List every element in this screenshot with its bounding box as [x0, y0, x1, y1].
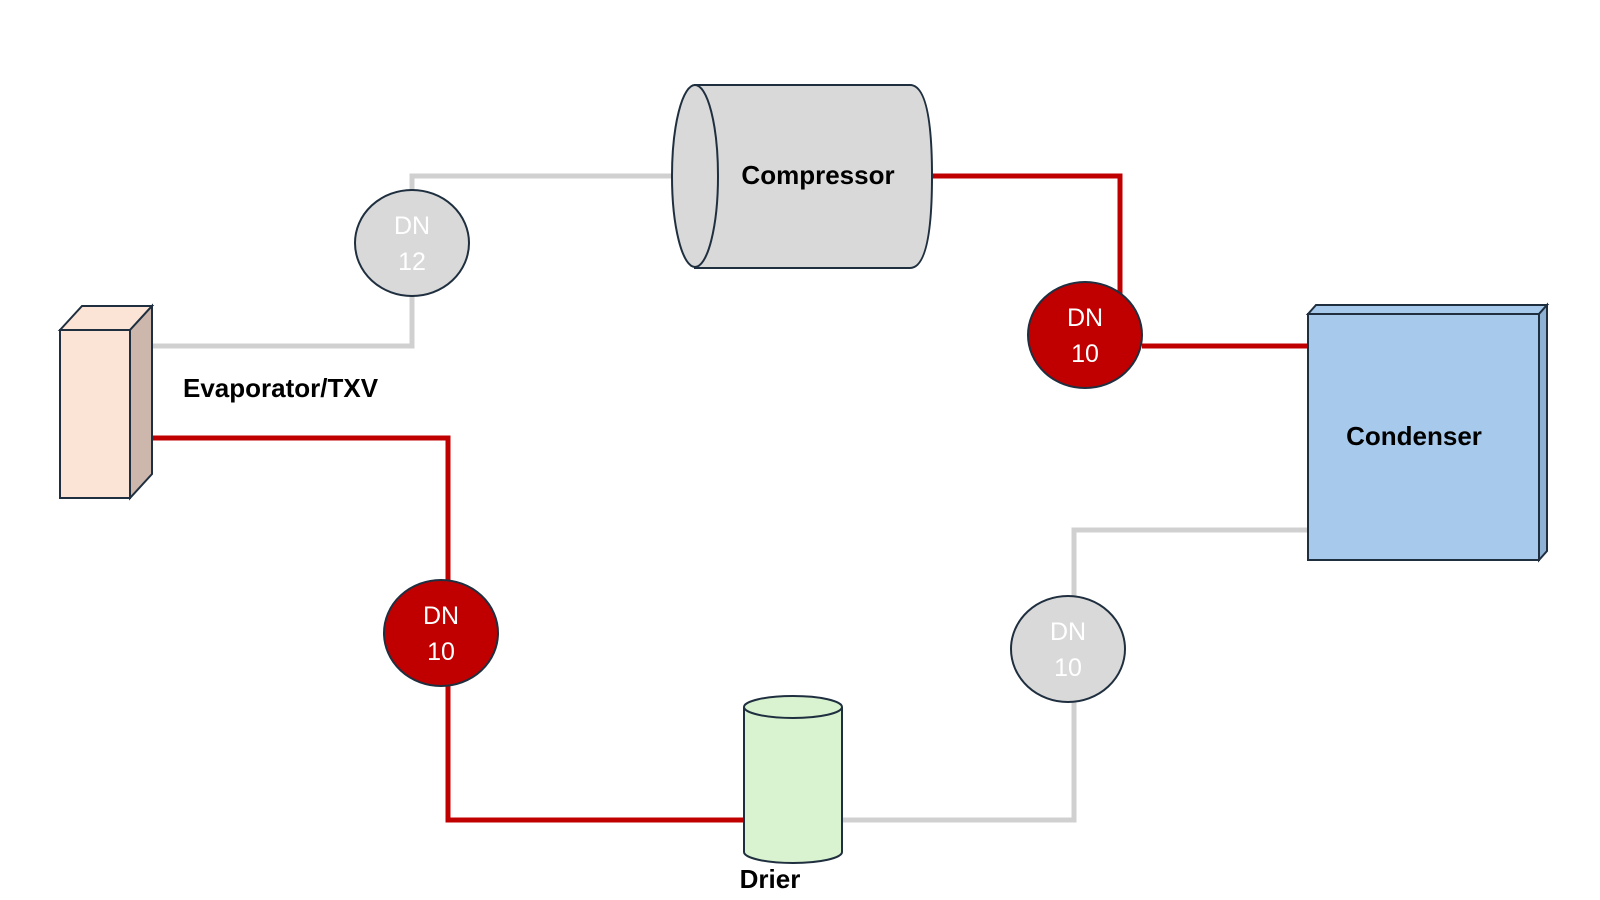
dn-marker-discharge: DN 10 [1027, 281, 1143, 389]
compressor-label: Compressor [741, 160, 894, 190]
evaporator-label: Evaporator/TXV [183, 373, 379, 403]
dn-marker-suction-line1: DN [394, 212, 430, 240]
liquid-pipe-evaporator-lower [445, 686, 744, 823]
dn-marker-liquid-condenser-circle [1010, 595, 1126, 703]
condenser: Condenser [1305, 302, 1550, 563]
suction-pipe-upper [409, 173, 672, 190]
liquid-pipe-condenser-lower [842, 702, 1077, 823]
condenser-top-face [1305, 304, 1550, 315]
dn-marker-discharge-line1: DN [1067, 304, 1103, 332]
dn-marker-liquid-condenser-line1: DN [1050, 618, 1086, 646]
liquid-pipe-evaporator-upper [150, 435, 451, 580]
dn-marker-discharge-line2: 10 [1071, 340, 1099, 368]
condenser-front-face [1307, 313, 1540, 561]
dn-marker-liquid-evaporator: DN 10 [383, 579, 499, 687]
drier-body [743, 707, 843, 864]
evaporator: Evaporator/TXV [57, 303, 379, 501]
dn-marker-suction: DN 12 [354, 189, 470, 297]
dn-marker-discharge-circle [1027, 281, 1143, 389]
discharge-pipe-upper [932, 173, 1123, 294]
evaporator-side-face [129, 303, 153, 501]
compressor-end-cap [671, 84, 719, 268]
condenser-label: Condenser [1346, 421, 1482, 451]
dn-marker-liquid-condenser-line2: 10 [1054, 654, 1082, 682]
dn-marker-suction-circle [354, 189, 470, 297]
drier: Drier [740, 695, 843, 894]
suction-pipe-lower [150, 296, 415, 349]
dn-marker-liquid-condenser: DN 10 [1010, 595, 1126, 703]
evaporator-front-face [59, 329, 131, 499]
dn-marker-liquid-evaporator-line2: 10 [427, 638, 455, 666]
compressor-body [694, 84, 934, 269]
dn-marker-suction-line2: 12 [398, 248, 426, 276]
drier-label: Drier [740, 864, 801, 894]
condenser-side-face [1538, 302, 1548, 563]
dn-marker-liquid-evaporator-circle [383, 579, 499, 687]
liquid-pipe-condenser-upper [1071, 527, 1308, 596]
compressor: Compressor [671, 84, 934, 269]
drier-top-cap [743, 695, 843, 719]
dn-marker-liquid-evaporator-line1: DN [423, 602, 459, 630]
